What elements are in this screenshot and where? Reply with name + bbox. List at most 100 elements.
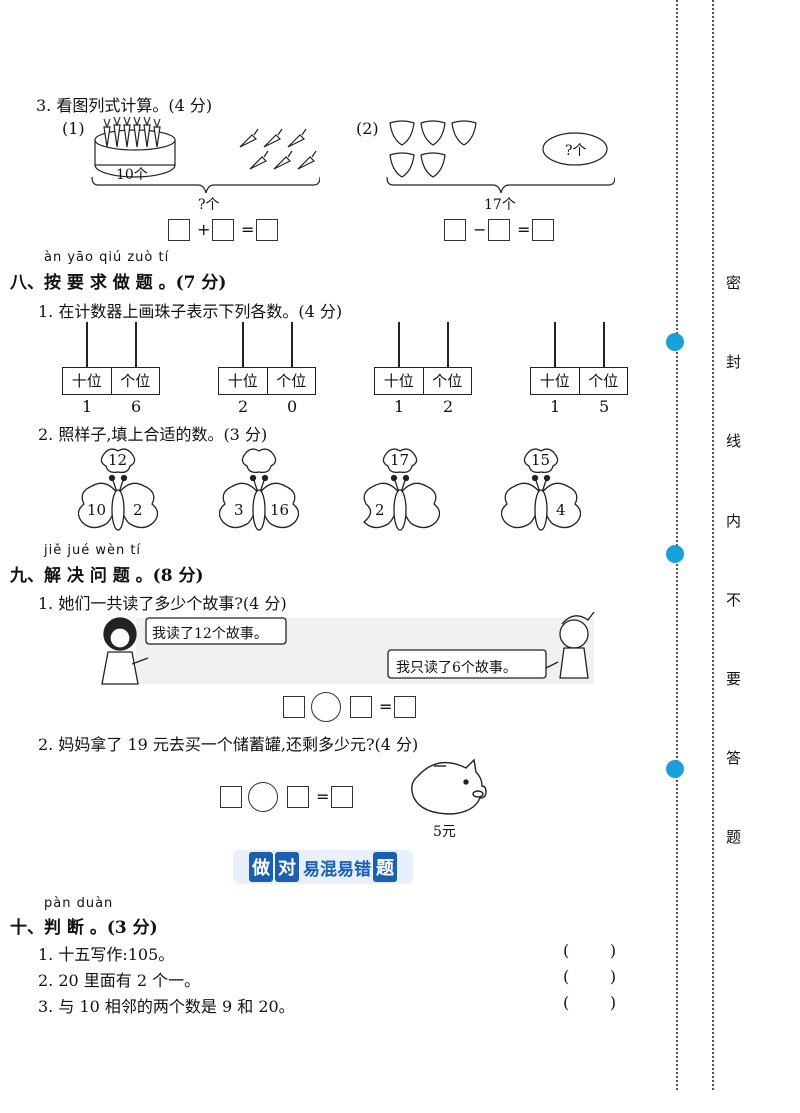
butterfly-right-number: 4 (556, 501, 566, 519)
answer-box[interactable] (532, 219, 554, 241)
equals-sign: = (241, 220, 255, 239)
banner-char: 题 (373, 852, 397, 882)
girls-reading-illustration (101, 612, 595, 685)
q3-part2-total-label: 17个 (484, 197, 516, 213)
butterfly-right-number: 16 (270, 501, 290, 519)
abacus-ones-label: 个位 (276, 372, 307, 390)
q3-part1-label: (1) (62, 119, 85, 138)
abacus-rod (242, 322, 244, 368)
operator-circle[interactable] (248, 782, 278, 812)
abacus-rod (603, 322, 605, 368)
banner-char: 对 (275, 852, 299, 882)
abacus-rod (398, 322, 400, 368)
equals-sign: = (517, 220, 531, 239)
answer-box[interactable] (350, 696, 372, 718)
judgement-item: 1. 十五写作:105。 (38, 945, 175, 964)
q3-part2-label: (2) (356, 119, 379, 138)
butterfly-top-number: 12 (108, 451, 128, 469)
equals-sign: = (316, 787, 330, 806)
answer-box[interactable] (212, 219, 234, 241)
section10-pinyin: pàn duàn (44, 896, 114, 911)
section8-pinyin: àn yāo qiú zuò tí (44, 250, 170, 265)
binding-line-inner (712, 0, 714, 1090)
operator-circle[interactable] (311, 692, 341, 722)
answer-box[interactable] (394, 696, 416, 718)
section9-pinyin: jiě jué wèn tí (44, 543, 142, 558)
abacus-tens-digit: 1 (394, 397, 405, 416)
abacus-base: 十位 个位 (218, 367, 316, 395)
abacus-ones-digit: 2 (443, 397, 454, 416)
answer-box[interactable] (444, 219, 466, 241)
abacus-rod (135, 322, 137, 368)
seal-dot-icon (666, 760, 684, 778)
answer-box[interactable] (283, 696, 305, 718)
abacus-tens-label: 十位 (531, 368, 580, 394)
answer-parentheses[interactable]: ( ) (563, 941, 617, 960)
abacus-base: 十位 个位 (62, 367, 160, 395)
butterfly-top-number: 15 (531, 451, 551, 469)
answer-parentheses[interactable]: ( ) (563, 967, 617, 986)
answer-box[interactable] (168, 219, 190, 241)
banner-easy-mistakes: 做 对 易混易错 题 (233, 850, 413, 884)
piggy-bank-icon (411, 758, 487, 815)
butterfly-left-number: 2 (375, 501, 385, 519)
seal-char: 内 (726, 512, 742, 530)
seal-char: 题 (726, 828, 742, 846)
answer-parentheses[interactable]: ( ) (563, 993, 617, 1012)
seal-char: 密 (726, 274, 742, 292)
butterfly-figure (219, 448, 299, 531)
judgement-item: 3. 与 10 相邻的两个数是 9 和 20。 (38, 997, 295, 1016)
abacus-ones-label: 个位 (432, 372, 463, 390)
section9-q1-title: 1. 她们一共读了多少个故事?(4 分) (38, 594, 287, 613)
abacus-tens-label: 十位 (63, 368, 112, 394)
minus-sign: − (473, 220, 487, 239)
cake-and-carrots-illustration (91, 116, 320, 193)
abacus-base: 十位 个位 (374, 367, 472, 395)
abacus-rod (554, 322, 556, 368)
abacus-rod (291, 322, 293, 368)
equals-sign: = (379, 697, 393, 716)
q3-part2-bubble-label: ?个 (565, 143, 587, 159)
seal-char: 线 (726, 432, 742, 450)
abacus-ones-label: 个位 (120, 372, 151, 390)
abacus-ones-digit: 6 (131, 397, 142, 416)
section10-title: 十、判 断 。(3 分) (10, 918, 158, 938)
answer-box[interactable] (256, 219, 278, 241)
seal-char: 封 (726, 353, 742, 371)
section9-title: 九、解 决 问 题 。(8 分) (10, 566, 204, 586)
section9-q2-title: 2. 妈妈拿了 19 元去买一个储蓄罐,还剩多少元?(4 分) (38, 735, 419, 754)
speech-bubble-left: 我读了12个故事。 (152, 626, 268, 642)
judgement-item: 2. 20 里面有 2 个一。 (38, 971, 201, 990)
section8-title: 八、按 要 求 做 题 。(7 分) (10, 273, 227, 293)
answer-box[interactable] (220, 786, 242, 808)
seal-char: 要 (726, 670, 742, 688)
q3-part1-cake-label: 10个 (116, 167, 148, 183)
abacus-rod (86, 322, 88, 368)
answer-box[interactable] (287, 786, 309, 808)
abacus-tens-label: 十位 (219, 368, 268, 394)
seal-dot-icon (666, 333, 684, 351)
butterfly-figure (501, 448, 581, 531)
abacus-ones-digit: 5 (599, 397, 610, 416)
butterfly-top-number: 17 (390, 451, 410, 469)
strawberries-illustration (386, 120, 615, 193)
abacus-tens-digit: 1 (550, 397, 561, 416)
abacus-base: 十位 个位 (530, 367, 628, 395)
abacus-ones-label: 个位 (588, 372, 619, 390)
q3-title: 3. 看图列式计算。(4 分) (36, 96, 213, 115)
answer-box[interactable] (331, 786, 353, 808)
section8-q1-title: 1. 在计数器上画珠子表示下列各数。(4 分) (38, 302, 343, 321)
answer-box[interactable] (488, 219, 510, 241)
butterfly-figure (363, 448, 440, 531)
butterfly-left-number: 10 (87, 501, 107, 519)
piggy-bank-price: 5元 (433, 824, 456, 840)
seal-dot-icon (666, 545, 684, 563)
section8-q2-title: 2. 照样子,填上合适的数。(3 分) (38, 425, 268, 444)
abacus-ones-digit: 0 (287, 397, 298, 416)
abacus-tens-digit: 1 (82, 397, 93, 416)
plus-sign: + (197, 220, 211, 239)
abacus-tens-digit: 2 (238, 397, 249, 416)
seal-char: 答 (726, 749, 742, 767)
banner-text: 易混易错 (303, 859, 371, 880)
butterfly-right-number: 2 (133, 501, 143, 519)
